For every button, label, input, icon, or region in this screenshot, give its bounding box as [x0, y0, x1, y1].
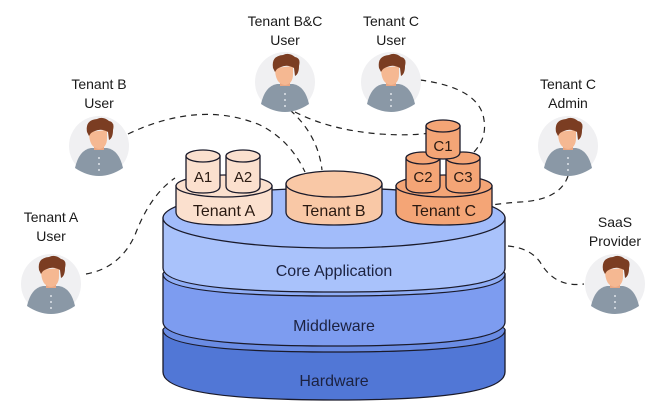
db-a1: A1 — [185, 149, 221, 194]
db-a2: A2 — [225, 149, 261, 194]
layer-label-middleware: Middleware — [293, 318, 375, 335]
user-label-line2: User — [270, 32, 300, 48]
person-avatar-icon — [69, 116, 129, 176]
tenant-a-database: Tenant A A1 A2 — [175, 149, 273, 226]
connector-tenant-bc-user-b — [289, 109, 323, 171]
db-a2-label: A2 — [234, 169, 252, 186]
tenant-b-database: Tenant B — [285, 170, 383, 226]
connector-tenant-bc-user-c — [294, 111, 431, 136]
db-c3-label: C3 — [453, 169, 472, 186]
tenant-a-label: Tenant A — [193, 203, 256, 220]
user-tenant-c: Tenant C User — [361, 13, 421, 112]
connector-tenant-c-admin — [491, 175, 569, 206]
person-avatar-icon — [21, 254, 81, 314]
tenant-c-database: Tenant C C2 C3 C1 — [395, 119, 493, 226]
user-saas-provider: SaaS Provider — [585, 214, 645, 314]
user-label-line2: User — [84, 95, 114, 111]
connector-saas-provider — [507, 245, 585, 286]
db-c1: C1 — [425, 119, 461, 160]
person-avatar-icon — [538, 116, 598, 176]
connector-tenant-b-user — [127, 113, 306, 173]
user-label-line2: User — [36, 228, 66, 244]
user-tenant-c-admin: Tenant C Admin — [538, 76, 598, 176]
person-avatar-icon — [255, 52, 315, 112]
db-a1-label: A1 — [194, 169, 212, 186]
person-avatar-icon — [361, 52, 421, 112]
user-label-line1: Tenant A — [24, 209, 79, 225]
user-label-line1: Tenant C — [363, 13, 419, 29]
user-tenant-a: Tenant A User — [21, 209, 81, 314]
user-label-line1: Tenant B — [71, 76, 126, 92]
user-label-line1: SaaS — [598, 214, 632, 230]
tenant-c-label: Tenant C — [412, 203, 476, 220]
user-tenant-bc: Tenant B&C User — [248, 13, 323, 112]
layer-label-hardware: Hardware — [299, 373, 368, 390]
tenant-b-label: Tenant B — [302, 203, 365, 220]
user-label-line1: Tenant C — [540, 76, 596, 92]
user-label-line2: Provider — [589, 233, 641, 249]
user-label-line2: Admin — [548, 95, 588, 111]
db-c2-label: C2 — [413, 169, 432, 186]
layer-label-core-application: Core Application — [276, 263, 393, 280]
db-c2: C2 — [405, 151, 441, 194]
person-avatar-icon — [585, 254, 645, 314]
connector-tenant-c-user — [419, 79, 486, 153]
user-label-line2: User — [376, 32, 406, 48]
user-label-line1: Tenant B&C — [248, 13, 323, 29]
db-c1-label: C1 — [433, 138, 452, 155]
connector-tenant-a-user — [85, 177, 176, 275]
user-tenant-b: Tenant B User — [69, 76, 129, 176]
